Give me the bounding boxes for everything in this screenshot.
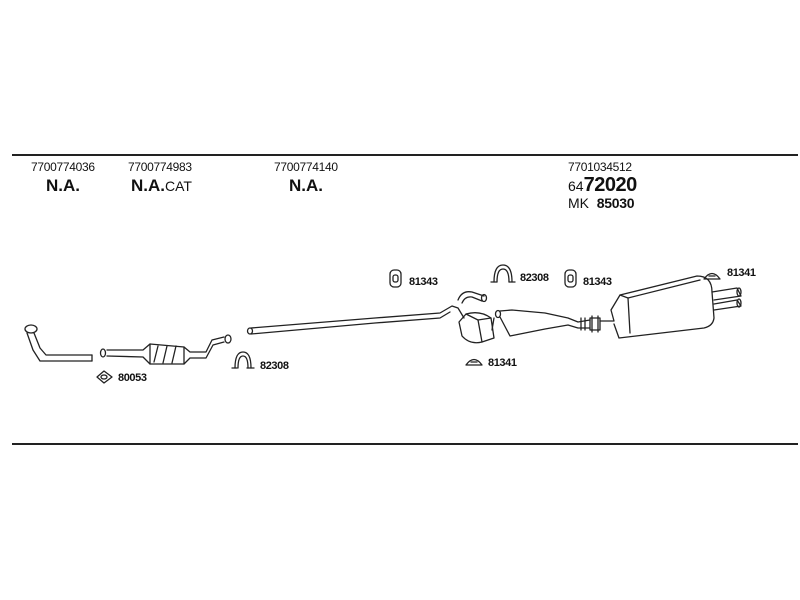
top-divider-line: [12, 154, 798, 156]
middle-silencer-drawing: [457, 291, 495, 344]
part-number-4: 7701034512: [568, 160, 632, 174]
mk-number: 85030: [596, 195, 635, 211]
rubber-mount-rear-drawing: [703, 272, 721, 280]
gasket-drawing: [96, 370, 113, 384]
rear-pipe-drawing: [494, 309, 591, 337]
status-intermediate-pipe: N.A.: [289, 176, 323, 195]
rear-clamp-drawing: [589, 315, 601, 333]
hanger-rear-drawing: [564, 269, 577, 288]
hanger-mid-drawing: [389, 269, 402, 288]
front-pipe-drawing: [24, 324, 93, 362]
hanger-rear-label: 81343: [583, 276, 612, 288]
part-number-1: 7700774036: [31, 160, 95, 174]
intermediate-pipe-drawing: [246, 305, 465, 335]
part-number-3: 7700774140: [274, 160, 338, 174]
rear-silencer-drawing: [599, 275, 742, 339]
status-catalyst-suffix: CAT: [165, 178, 192, 194]
rubber-mount-mid-label: 81341: [488, 357, 517, 369]
mk-kit-code: MK 85030: [568, 195, 635, 211]
status-catalyst: N.A.CAT: [131, 176, 192, 196]
front-clamp-label: 82308: [260, 360, 289, 372]
hanger-mid-label: 81343: [409, 276, 438, 288]
catalyst-drawing: [99, 334, 232, 365]
rubber-mount-mid-drawing: [465, 358, 483, 366]
mk-prefix: MK: [568, 195, 589, 211]
mid-clamp-label: 82308: [520, 272, 549, 284]
front-clamp-drawing: [231, 351, 255, 369]
mid-clamp-drawing: [490, 264, 516, 283]
status-catalyst-main: N.A.: [131, 176, 165, 195]
bottom-divider-line: [12, 443, 798, 445]
rear-code-prefix: 64: [568, 178, 584, 194]
status-front-pipe: N.A.: [46, 176, 80, 195]
rubber-mount-rear-label: 81341: [727, 267, 756, 279]
rear-part-code: 6472020: [568, 174, 637, 197]
gasket-label: 80053: [118, 372, 147, 384]
part-number-2: 7700774983: [128, 160, 192, 174]
rear-code-main: 72020: [583, 174, 638, 196]
